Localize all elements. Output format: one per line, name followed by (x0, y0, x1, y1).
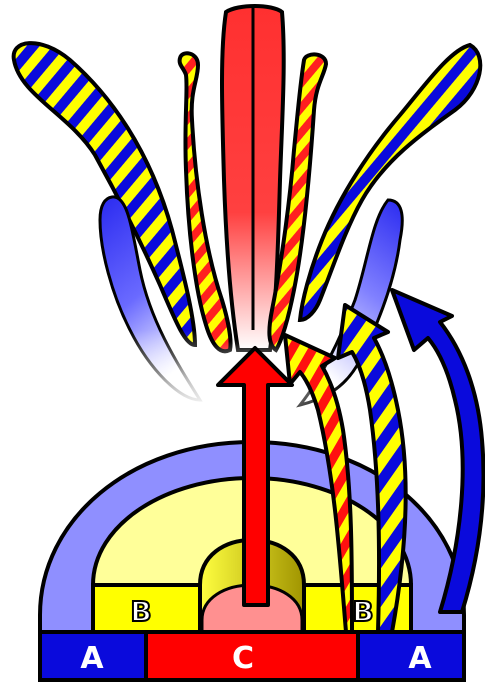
label-b-right: B (352, 595, 373, 628)
label-a-right: A (408, 641, 432, 676)
far-left-striped-plume (14, 43, 195, 345)
label-a-left: A (80, 641, 104, 676)
label-b-left: B (130, 595, 151, 628)
label-c-center: C (232, 641, 254, 676)
